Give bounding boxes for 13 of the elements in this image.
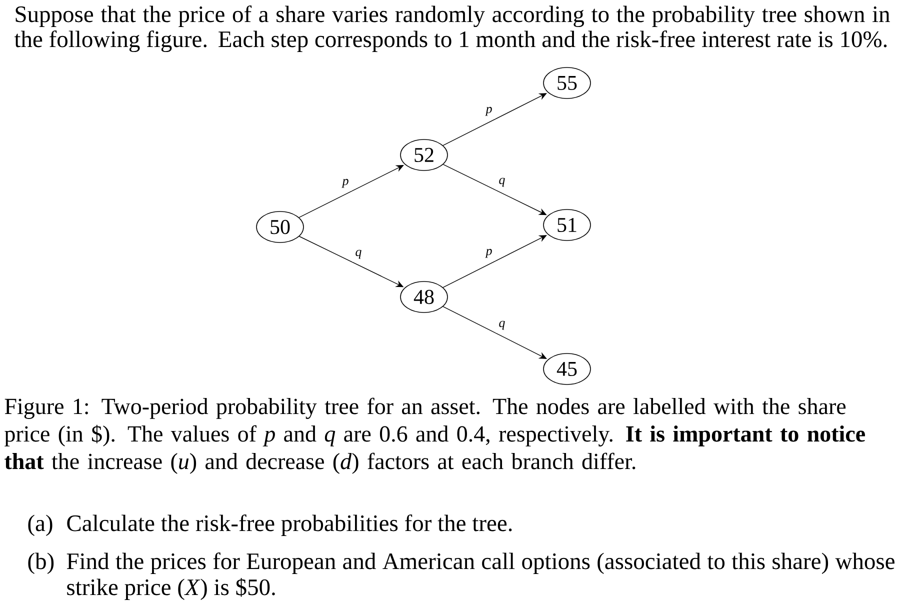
edge-label: p — [482, 104, 496, 119]
edge-label: p — [482, 246, 496, 261]
item-label: (b) — [28, 552, 54, 574]
edge-label: q — [496, 318, 508, 333]
question-text: Find the prices for European and American call options (associated to this share) whose strike price (X) is $50. — [66, 552, 894, 600]
problem-text: Suppose that the price of a share varies randomly according to the probability tree shown in the following figure. Each step corresponds to 1 month and the risk-free interest rate is 10%. — [14, 5, 890, 52]
edge-label: q — [352, 246, 365, 262]
item-label: (a) — [28, 514, 52, 536]
question-text: Calculate the risk-free probabilities for the tree. — [67, 514, 512, 536]
arrow — [298, 165, 404, 218]
edge-label: p — [339, 176, 352, 191]
figure-caption: Figure 1: Two-period probability tree for an asset. The nodes are labelled with the share price (in $). The values of p and q are 0.6 and 0.4, respectively. It is important to notice that the increase (u) and decrease (d) factors at each branch differ. — [4, 398, 865, 474]
edge-label: q — [496, 174, 508, 190]
